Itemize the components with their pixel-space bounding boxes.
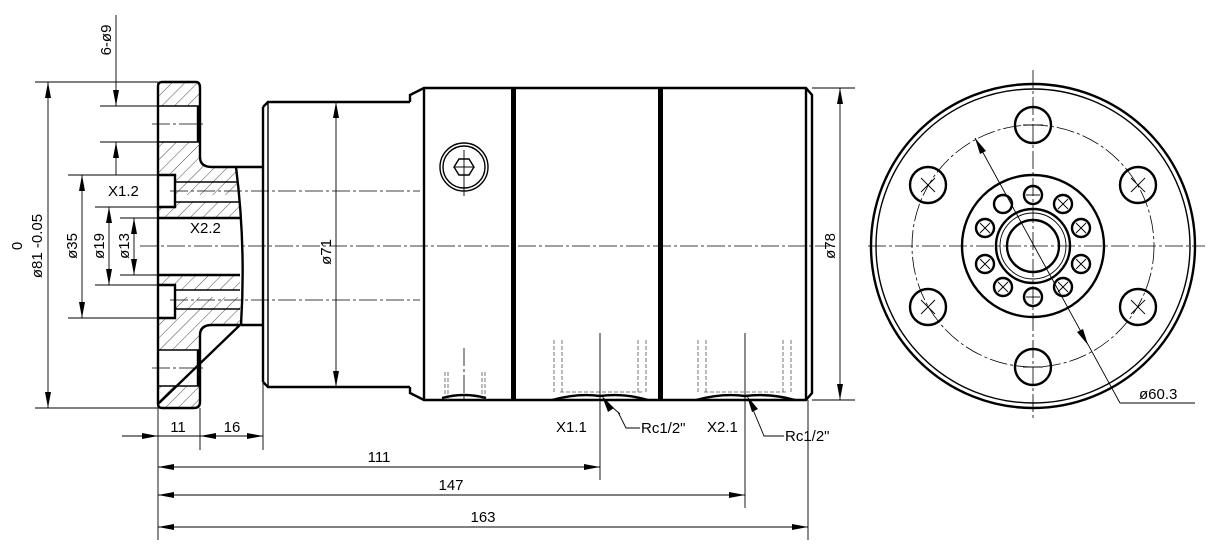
flange-tolerance-upper: 0: [9, 242, 26, 250]
outer-rim: [869, 82, 1197, 410]
body-71: [261, 100, 410, 389]
dim-bore-19: ø19: [91, 233, 108, 259]
dim-bore-35: ø35: [64, 233, 81, 259]
port-hidden-x21: [695, 333, 796, 508]
dim-overall-length: 163: [470, 509, 495, 526]
bolt-holes: [908, 105, 1158, 387]
port-hidden-x11: [551, 333, 649, 480]
dim-port2-position: 147: [438, 477, 463, 494]
label-x11: X1.1: [556, 419, 587, 436]
label-x21: X2.1: [707, 419, 738, 436]
dim-body-78: ø78: [822, 233, 839, 259]
dim-bolt-circle: ø60.3: [1139, 386, 1177, 403]
label-x22: X2.2: [190, 220, 221, 237]
label-x12: X1.2: [108, 183, 139, 200]
port-hidden-1: [441, 348, 487, 400]
flange-section: [152, 80, 420, 410]
dim-body-71: ø71: [318, 239, 335, 265]
dim-flange-diameter: ø81 -0.05: [29, 214, 46, 278]
label-thread-2: Rc1/2": [785, 428, 830, 445]
dim-bore-13: ø13: [116, 233, 133, 259]
dim-neck-length: 16: [224, 419, 241, 436]
small-port-holes: [974, 184, 1092, 308]
side-view: 0 ø81 -0.05 6-ø9 ø35 ø19 ø13 X1.2 X2.2 ø…: [9, 15, 855, 540]
hub-outer: [960, 173, 1106, 319]
label-thread-1: Rc1/2": [641, 420, 686, 437]
dim-flange-holes: 6-ø9: [98, 25, 115, 56]
dim-port1-position: 111: [368, 449, 391, 466]
hex-socket-screw-icon: [439, 142, 489, 196]
groove-1: [511, 88, 516, 400]
end-view: ø60.3: [868, 70, 1205, 420]
body-78: [408, 86, 814, 508]
groove-2: [658, 88, 663, 400]
dim-flange-thickness: 11: [170, 419, 186, 436]
center-bore: [1005, 218, 1061, 274]
